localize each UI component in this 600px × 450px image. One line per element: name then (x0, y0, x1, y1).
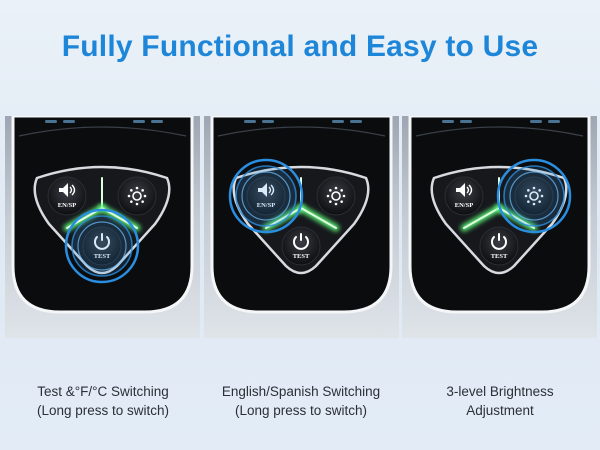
lang-button[interactable]: EN/SP (246, 176, 286, 216)
highlight-ring (228, 158, 304, 234)
sun-icon (127, 186, 147, 206)
lang-button-label: EN/SP (257, 202, 275, 209)
display-segments (442, 120, 560, 123)
highlight-ring (496, 158, 572, 234)
brightness-button[interactable] (316, 176, 356, 216)
lang-button-label: EN/SP (455, 202, 473, 209)
brightness-button[interactable] (514, 176, 554, 216)
brightness-button[interactable] (117, 176, 157, 216)
caption-line: Test &°F/°C Switching (37, 384, 169, 399)
power-icon (94, 233, 110, 250)
test-button-label: TEST (491, 253, 508, 260)
test-button-label: TEST (94, 253, 111, 260)
panel-language-switching: EN/SP TEST (204, 116, 399, 338)
panel-brightness-adjustment: EN/SP TEST (402, 116, 597, 338)
panel-test-switching: EN/SP TEST (5, 116, 200, 338)
power-icon (293, 233, 309, 250)
speaker-icon (456, 183, 473, 197)
caption-line: Adjustment (466, 403, 534, 418)
speaker-icon (59, 183, 76, 197)
caption-test-switching: Test &°F/°C Switching (Long press to swi… (3, 382, 203, 420)
page-title: Fully Functional and Easy to Use (61, 30, 539, 63)
test-button[interactable]: TEST (479, 226, 519, 266)
device-closeup: EN/SP TEST (11, 116, 194, 314)
caption-line: 3-level Brightness (446, 384, 554, 399)
test-button[interactable]: TEST (82, 226, 122, 266)
speaker-icon (258, 183, 275, 197)
display-segments (244, 120, 362, 123)
lang-button[interactable]: EN/SP (47, 176, 87, 216)
lang-button[interactable]: EN/SP (444, 176, 484, 216)
sun-icon (326, 186, 346, 206)
device-closeup: EN/SP TEST (210, 116, 393, 314)
caption-line: (Long press to switch) (36, 403, 170, 418)
caption-line: (Long press to switch) (234, 403, 368, 418)
caption-brightness-adjustment: 3-level Brightness Adjustment (400, 382, 600, 420)
device-closeup: EN/SP TEST (408, 116, 591, 314)
lang-button-label: EN/SP (58, 202, 76, 209)
sun-icon (524, 186, 544, 206)
test-button[interactable]: TEST (281, 226, 321, 266)
highlight-ring (64, 208, 140, 284)
power-icon (491, 233, 507, 250)
test-button-label: TEST (293, 253, 310, 260)
display-segments (45, 120, 163, 123)
caption-language-switching: English/Spanish Switching (Long press to… (201, 382, 401, 420)
caption-line: English/Spanish Switching (221, 384, 381, 399)
